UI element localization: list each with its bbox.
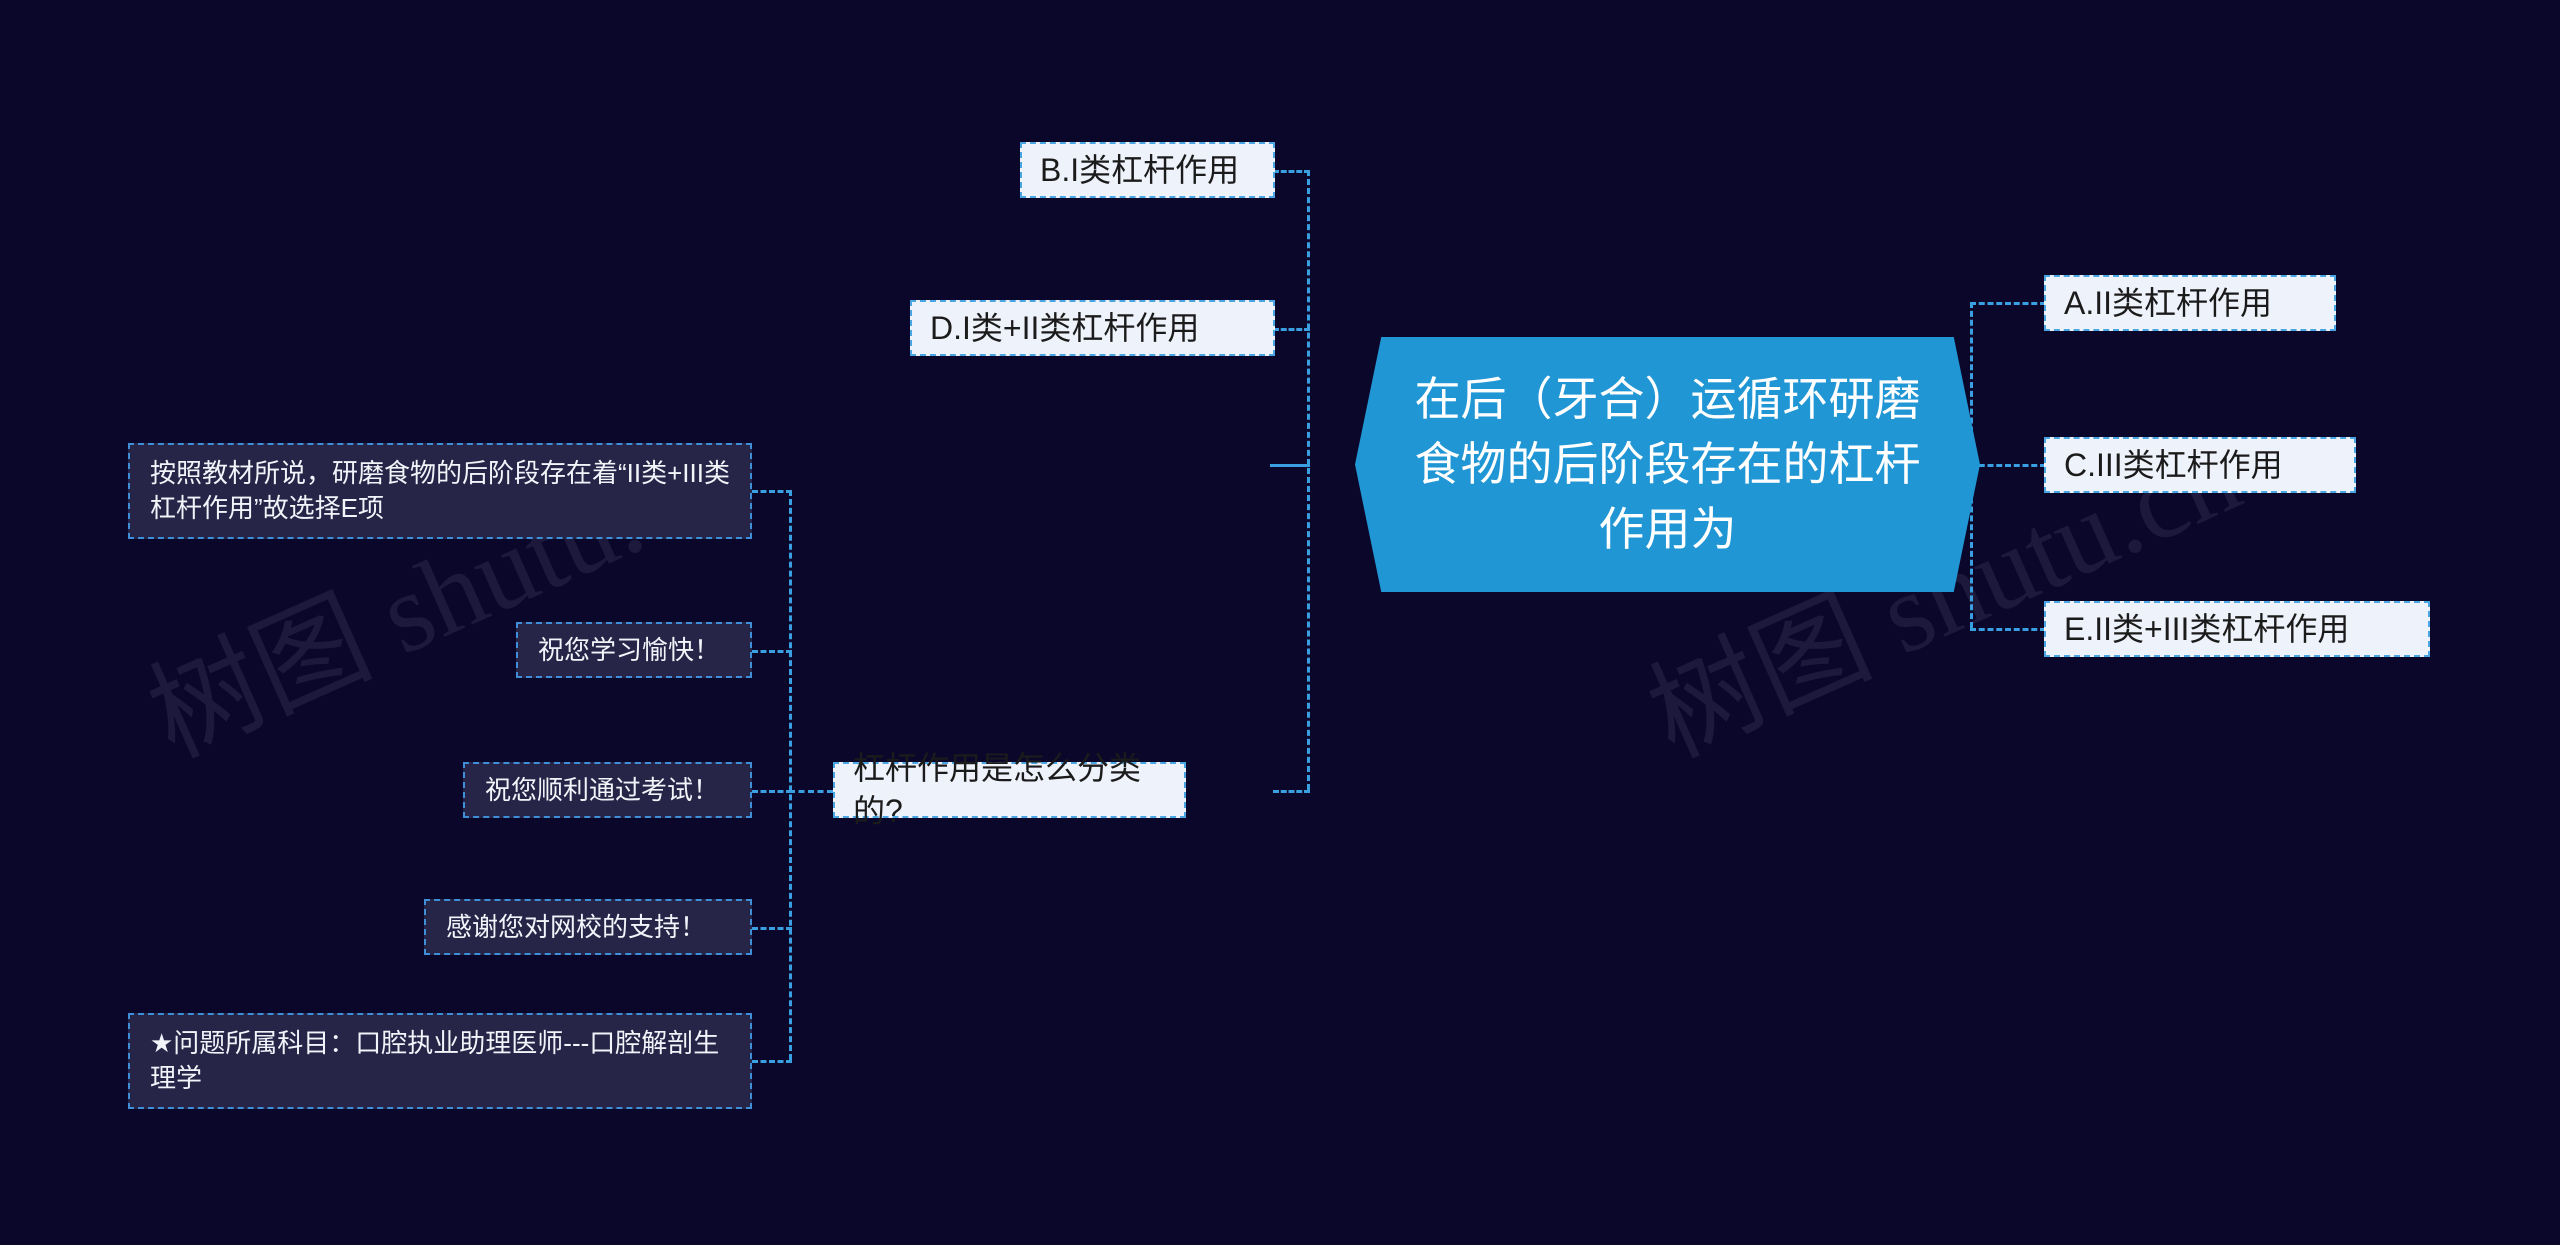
connector-right-trunk-to-option-a	[1970, 302, 2046, 305]
question-branch-label: 杠杆作用是怎么分类的?	[853, 750, 1142, 829]
connector-notes-trunk	[789, 490, 792, 1060]
connector-question-to-notes-trunk	[789, 790, 833, 793]
connector-notes-trunk-to-explanation	[752, 490, 792, 493]
connector-left-trunk-to-question	[1273, 790, 1310, 793]
center-node[interactable]: 在后（牙合）运循环研磨食物的后阶段存在的杠杆作用为	[1355, 337, 1980, 592]
connector-notes-trunk-to-greeting-thanks	[752, 927, 792, 930]
center-node-label: 在后（牙合）运循环研磨食物的后阶段存在的杠杆作用为	[1414, 372, 1921, 556]
connector-left-trunk-to-option-b	[1273, 170, 1310, 173]
note-node-explanation[interactable]: 按照教材所说，研磨食物的后阶段存在着“II类+III类杠杆作用”故选择E项	[128, 443, 752, 539]
option-node-d[interactable]: D.I类+II类杠杆作用	[910, 300, 1275, 356]
question-branch-node[interactable]: 杠杆作用是怎么分类的?	[833, 750, 1186, 829]
connector-left-trunk-to-option-d	[1273, 328, 1310, 331]
connector-notes-trunk-to-subject	[752, 1060, 792, 1063]
note-node-greeting-thanks[interactable]: 感谢您对网校的支持！	[424, 899, 752, 955]
note-node-greeting-study[interactable]: 祝您学习愉快！	[516, 622, 752, 678]
note-node-greeting-exam[interactable]: 祝您顺利通过考试！	[463, 762, 752, 818]
note-node-subject-label: ★问题所属科目：口腔执业助理医师---口腔解剖生理学	[150, 1028, 720, 1093]
option-node-e[interactable]: E.II类+III类杠杆作用	[2044, 601, 2430, 657]
option-node-b[interactable]: B.I类杠杆作用	[1020, 142, 1275, 198]
note-node-subject[interactable]: ★问题所属科目：口腔执业助理医师---口腔解剖生理学	[128, 1013, 752, 1109]
option-node-c[interactable]: C.III类杠杆作用	[2044, 437, 2356, 493]
option-node-c-label: C.III类杠杆作用	[2064, 446, 2283, 483]
option-node-a-label: A.II类杠杆作用	[2064, 284, 2273, 321]
connector-right-trunk-to-option-c	[1970, 464, 2046, 467]
option-node-b-label: B.I类杠杆作用	[1040, 151, 1240, 188]
connector-notes-trunk-to-greeting-study	[752, 650, 792, 653]
connector-notes-trunk-to-greeting-exam	[752, 790, 792, 793]
option-node-e-label: E.II类+III类杠杆作用	[2064, 610, 2350, 647]
option-node-a[interactable]: A.II类杠杆作用	[2044, 275, 2336, 331]
note-node-explanation-label: 按照教材所说，研磨食物的后阶段存在着“II类+III类杠杆作用”故选择E项	[150, 458, 730, 523]
connector-right-trunk-to-option-e	[1970, 628, 2046, 631]
note-node-greeting-exam-label: 祝您顺利通过考试！	[485, 774, 720, 805]
connector-center-left-trunk	[1307, 170, 1310, 790]
option-node-d-label: D.I类+II类杠杆作用	[930, 309, 1200, 346]
note-node-greeting-thanks-label: 感谢您对网校的支持！	[446, 911, 707, 942]
note-node-greeting-study-label: 祝您学习愉快！	[538, 634, 721, 665]
connector-center-to-left-trunk	[1270, 464, 1310, 467]
